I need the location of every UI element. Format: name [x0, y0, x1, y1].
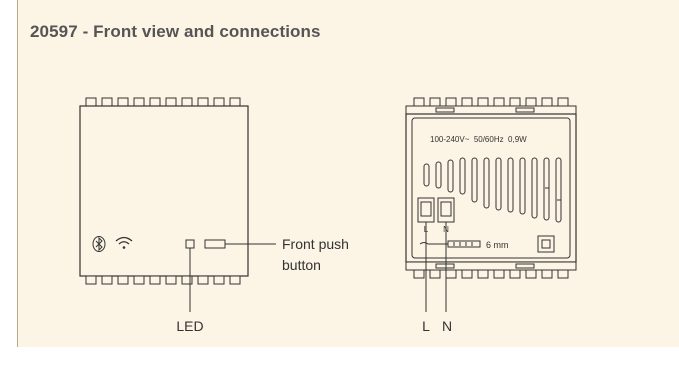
rear-bottom-claws — [405, 261, 577, 279]
front-top-claws — [84, 97, 244, 107]
rear-top-claws — [405, 97, 577, 115]
front-body — [79, 105, 249, 277]
ventilation-slots — [423, 157, 562, 223]
front-bottom-claws — [84, 275, 244, 285]
rear-view-device — [405, 97, 577, 279]
n-terminal-label: N — [442, 318, 452, 334]
led-indicator — [185, 239, 195, 249]
push-button-label-line1: Front push — [282, 236, 349, 252]
terminal-block — [417, 197, 455, 223]
led-label: LED — [176, 318, 203, 334]
front-push-button[interactable] — [204, 239, 226, 249]
double-insulation-icon — [537, 235, 555, 253]
front-view-device — [79, 97, 249, 285]
page-title: 20597 - Front view and connections — [30, 22, 321, 41]
strip-length-label: 6 mm — [486, 240, 509, 250]
l-terminal-label: L — [422, 318, 430, 334]
push-button-label-line2: button — [282, 257, 321, 273]
wifi-icon — [115, 236, 133, 249]
rear-inner-body — [411, 117, 571, 259]
electrical-rating: 100-240V~ 50/60Hz 0,9W — [430, 135, 527, 144]
bluetooth-icon — [92, 236, 106, 252]
strip-gauge — [419, 240, 481, 248]
